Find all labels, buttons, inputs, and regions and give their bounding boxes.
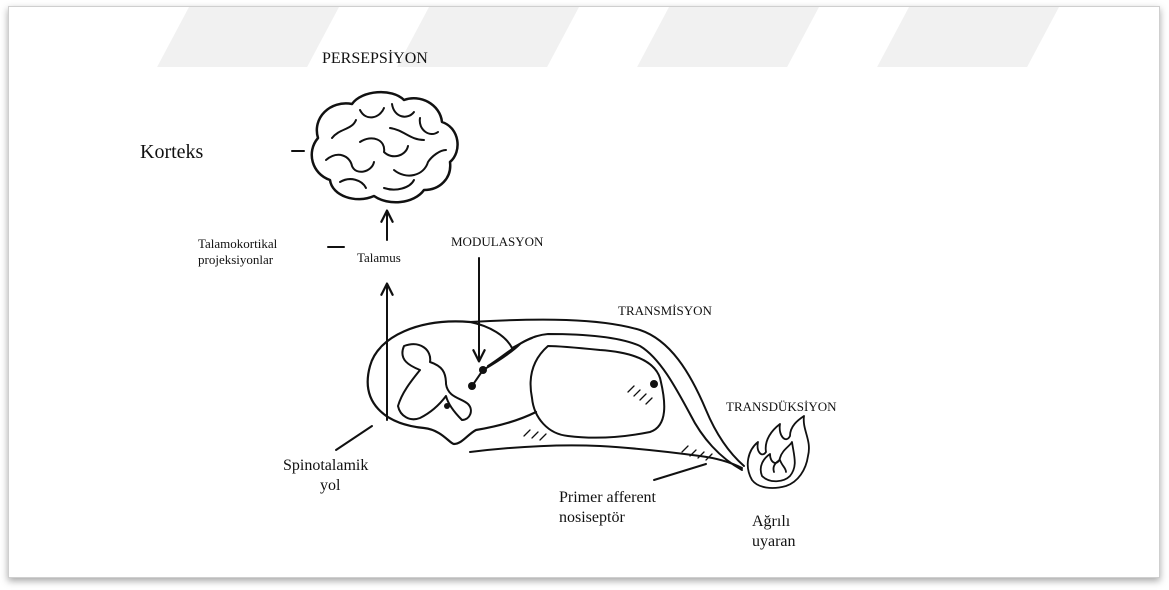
persepsiyon-label: PERSEPSİYON (322, 50, 428, 68)
brain-icon (312, 92, 458, 202)
transduksiyon-label: TRANSDÜKSİYON (726, 399, 837, 415)
agrili-uyaran-label: Ağrılı uyaran (752, 512, 796, 552)
spinotalamik-label: Spinotalamik yol (283, 456, 368, 496)
talamus-label: Talamus (357, 250, 401, 266)
talamokortikal-line-1: Talamokortikal (198, 236, 277, 252)
spinotalamik-line-2: yol (283, 476, 368, 496)
primer-afferent-line-1: Primer afferent (559, 488, 656, 508)
primer-afferent-label: Primer afferent nosiseptör (559, 488, 656, 528)
flame-icon (748, 416, 809, 488)
spinotalamik-pointer (336, 426, 372, 450)
talamokortikal-line-2: projeksiyonlar (198, 252, 277, 268)
korteks-label: Korteks (140, 141, 203, 164)
transmisyon-label: TRANSMİSYON (618, 303, 712, 319)
primer-afferent-line-2: nosiseptör (559, 508, 656, 528)
spinal-cord-section (368, 321, 536, 444)
agrili-line-2: uyaran (752, 532, 796, 552)
modulasyon-label: MODULASYON (451, 234, 543, 250)
talamokortikal-label: Talamokortikal projeksiyonlar (198, 236, 277, 269)
primer-afferent-pointer (654, 464, 706, 480)
spinotalamik-line-1: Spinotalamik (283, 456, 368, 476)
agrili-line-1: Ağrılı (752, 512, 796, 532)
